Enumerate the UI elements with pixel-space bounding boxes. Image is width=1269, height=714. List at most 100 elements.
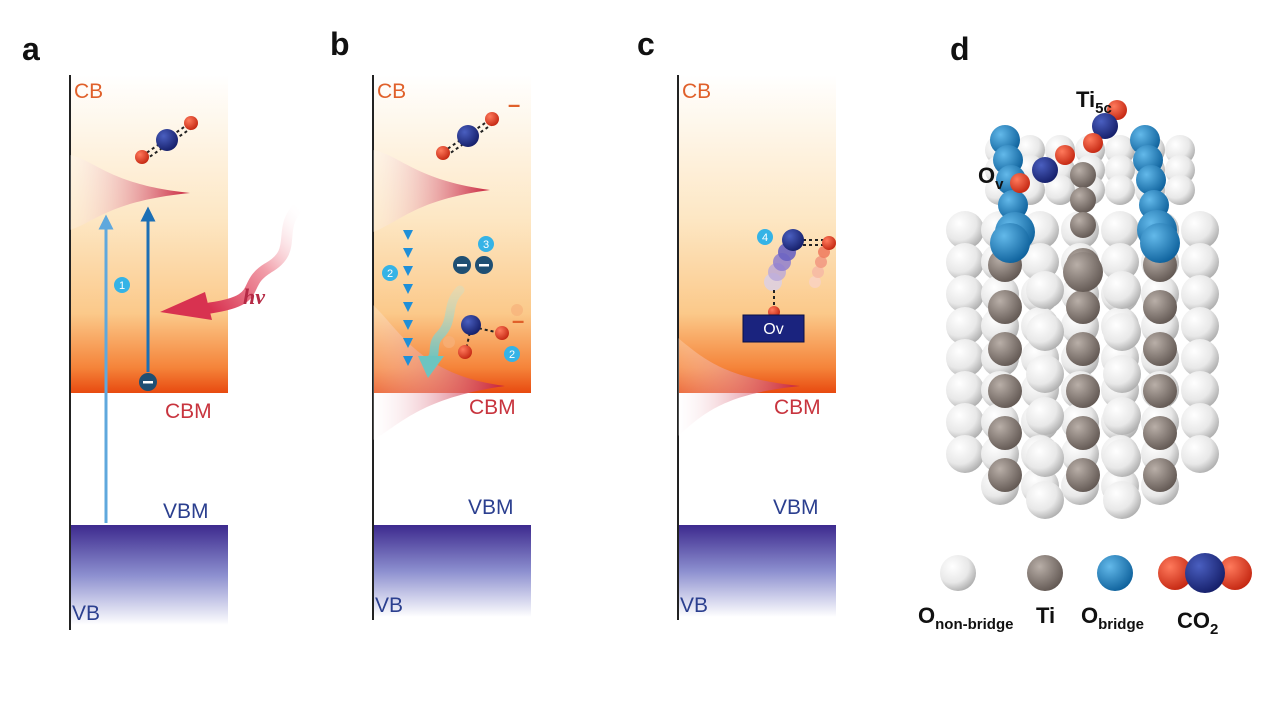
photon-label: hv: [243, 284, 265, 309]
ti-atom: [1066, 416, 1100, 450]
o-nonbridge-atom: [1103, 313, 1141, 351]
step-1-badge: 1: [114, 277, 130, 293]
cbm-label: CBM: [165, 400, 212, 423]
oxygen-vacancy-site: Ov: [742, 314, 805, 343]
co2-carbon-atom: [1032, 157, 1058, 183]
panel-c: c CB CBM VBM VB 4: [637, 26, 836, 620]
o-nonbridge-atom: [1181, 371, 1219, 409]
step-2-badge: 2: [504, 346, 520, 362]
o-nonbridge-atom: [946, 371, 984, 409]
cb-label: CB: [377, 80, 406, 103]
o-nonbridge-atom: [1103, 439, 1141, 477]
conduction-band: [678, 75, 836, 393]
valence-band: [373, 525, 531, 617]
vb-label: VB: [375, 594, 403, 617]
photon-wave: [204, 199, 306, 314]
vbm-label: VBM: [773, 496, 819, 519]
o-nonbridge-atom: [1026, 313, 1064, 351]
o-bridge-atom: [1136, 165, 1166, 195]
co2-oxygen-atom: [1010, 173, 1030, 193]
o-bridge-swatch: [1097, 555, 1133, 591]
ti-atom: [988, 416, 1022, 450]
svg-text:4: 4: [762, 232, 768, 244]
electron-transfer-arrowhead: [418, 356, 444, 378]
photon-arrowhead: [160, 292, 212, 320]
o-nonbridge-atom: [946, 435, 984, 473]
cbm-label: CBM: [774, 396, 821, 419]
co2-molecule: [135, 116, 198, 164]
ti-atom: [1070, 212, 1096, 238]
svg-text:Ov: Ov: [763, 321, 783, 338]
svg-text:1: 1: [119, 280, 125, 292]
o-nonbridge-atom: [946, 275, 984, 313]
charge-sign: –: [512, 308, 524, 333]
o-nonbridge-atom: [1105, 175, 1135, 205]
ti-atom: [1066, 332, 1100, 366]
o-nonbridge-atom: [1165, 175, 1195, 205]
trap-state-lower: [678, 338, 800, 436]
o-nonbridge-atom: [946, 243, 984, 281]
step-2-badge: 2: [382, 265, 398, 281]
co2-oxygen-atom: [1083, 133, 1103, 153]
vb-label: VB: [72, 602, 100, 625]
co2-oxygen-atom: [1107, 100, 1127, 120]
electron-pair: [453, 256, 493, 274]
ti-swatch: [1027, 555, 1063, 591]
o-nonbridge-label: Onon-bridge: [918, 603, 1013, 633]
ti-atom: [1063, 252, 1103, 292]
panel-b-label: b: [330, 26, 350, 62]
electron-transfer-path: [425, 285, 465, 365]
o-nonbridge-atom: [1021, 243, 1059, 281]
electron: [139, 373, 157, 391]
o-nonbridge-atom: [1026, 355, 1064, 393]
o-bridge-atom: [1140, 223, 1180, 263]
cb-label: CB: [74, 80, 103, 103]
o-bridge-label: Obridge: [1081, 603, 1144, 633]
ti-atom: [1070, 162, 1096, 188]
o-nonbridge-atom: [946, 307, 984, 345]
tio2-slab-model: [946, 100, 1219, 519]
ti-atom: [1143, 290, 1177, 324]
o-nonbridge-atom: [1181, 307, 1219, 345]
co2-swatch: [1158, 553, 1252, 593]
ti-atom: [1066, 458, 1100, 492]
ti-atom: [1143, 374, 1177, 408]
o-nonbridge-atom: [1103, 481, 1141, 519]
panel-b: b CB CBM VBM VB –: [330, 26, 531, 620]
ti-atom: [1143, 458, 1177, 492]
panel-c-label: c: [637, 26, 655, 62]
o-nonbridge-atom: [1026, 271, 1064, 309]
o-nonbridge-atom: [946, 211, 984, 249]
o-nonbridge-swatch: [940, 555, 976, 591]
ti-atom: [1066, 290, 1100, 324]
o-nonbridge-atom: [1026, 439, 1064, 477]
ti-atom: [988, 374, 1022, 408]
o-nonbridge-atom: [1103, 397, 1141, 435]
vbm-label: VBM: [163, 500, 209, 523]
panel-a-label: a: [22, 31, 40, 67]
o-nonbridge-atom: [1181, 275, 1219, 313]
valence-band: [70, 525, 228, 625]
o-nonbridge-atom: [1181, 403, 1219, 441]
panel-a: a CB CBM VBM VB 1 hv: [22, 31, 306, 630]
o-nonbridge-atom: [946, 403, 984, 441]
co2-label: CO2: [1177, 608, 1218, 638]
svg-text:2: 2: [509, 349, 515, 361]
trap-state-upper: [373, 150, 490, 232]
cb-label: CB: [682, 80, 711, 103]
ti-label: Ti: [1036, 603, 1055, 628]
step-4-badge: 4: [757, 229, 773, 245]
trap-state-lower: [373, 305, 505, 440]
ov-label: Ov: [978, 163, 1004, 193]
o-nonbridge-atom: [1101, 211, 1139, 249]
o-nonbridge-atom: [1045, 175, 1075, 205]
co2-carbon-atom: [1092, 113, 1118, 139]
svg-text:2: 2: [387, 268, 393, 280]
o-nonbridge-atom: [1181, 339, 1219, 377]
electron-relaxation-arrows: [403, 230, 413, 366]
o-nonbridge-atom: [1026, 481, 1064, 519]
ti-atom: [1143, 332, 1177, 366]
trap-state-distribution: [70, 155, 190, 230]
step-3-badge: 3: [478, 236, 494, 252]
